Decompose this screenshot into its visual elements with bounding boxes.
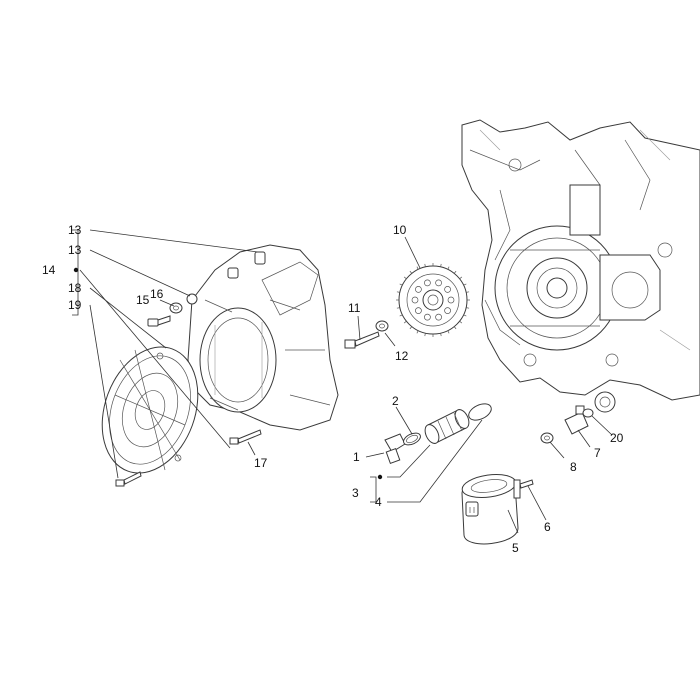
sprocket-gear <box>396 263 470 337</box>
sprocket-hole <box>444 286 451 293</box>
crankcase-housing <box>461 119 700 413</box>
sprocket-tooth <box>440 263 442 267</box>
sprocket-tooth <box>466 291 470 293</box>
sprocket-hole <box>435 313 442 321</box>
fan-cover <box>101 346 199 474</box>
fan-housing <box>187 244 339 431</box>
callout-3: 3 <box>352 486 359 500</box>
callout-16: 16 <box>150 287 164 301</box>
sprocket-tooth <box>403 276 407 280</box>
callout-2: 2 <box>392 394 399 408</box>
sprocket-tooth <box>466 307 470 309</box>
sprocket-hole <box>447 296 455 304</box>
bolt-and-washer <box>344 320 389 349</box>
callout-4: 4 <box>375 495 382 509</box>
sprocket-tooth <box>416 330 419 334</box>
sprocket-tooth <box>403 320 407 324</box>
sprocket-hole <box>415 286 422 293</box>
sprocket-hole <box>411 296 419 304</box>
small-fasteners <box>115 293 262 487</box>
sprocket-tooth <box>453 270 457 274</box>
sprocket-tooth <box>447 266 450 270</box>
callout-15: 15 <box>136 293 150 307</box>
callout-5: 5 <box>512 541 519 555</box>
sprocket-tooth <box>440 333 442 337</box>
sprocket-tooth <box>453 326 457 330</box>
assembly-dot <box>377 474 383 480</box>
callout-12: 12 <box>395 349 409 363</box>
sprocket-tooth <box>424 263 426 267</box>
leader-lines <box>72 229 613 534</box>
callout-18: 18 <box>68 281 82 295</box>
oil-filter-assembly <box>384 403 534 545</box>
callout-13-upper: 13 <box>68 223 82 237</box>
callout-20: 20 <box>610 431 624 445</box>
sprocket-hole <box>424 313 431 321</box>
callout-10: 10 <box>393 223 407 237</box>
sprocket-hole <box>435 279 442 287</box>
sprocket-tooth <box>459 276 463 280</box>
sprocket-hole <box>424 279 431 287</box>
sprocket-tooth <box>409 326 413 330</box>
sprocket-tooth <box>409 270 413 274</box>
sprocket-tooth <box>459 320 463 324</box>
callout-13-lower: 13 <box>68 243 82 257</box>
sensor-parts <box>540 405 594 444</box>
sprocket-tooth <box>396 307 400 309</box>
callout-11: 11 <box>348 301 361 315</box>
sprocket-hole <box>444 307 451 314</box>
callout-8: 8 <box>570 460 577 474</box>
callout-14: 14 <box>42 263 56 277</box>
callout-1: 1 <box>353 450 360 464</box>
sprocket-tooth <box>463 314 467 317</box>
assembly-dot <box>73 267 79 273</box>
callout-6: 6 <box>544 520 551 534</box>
sprocket-tooth <box>396 291 400 293</box>
sprocket-tooth <box>399 283 403 286</box>
sprocket-tooth <box>424 333 426 337</box>
sprocket-tooth <box>463 283 467 286</box>
callout-19: 19 <box>68 298 82 312</box>
callout-17: 17 <box>254 456 268 470</box>
sprocket-tooth <box>447 330 450 334</box>
sprocket-tooth <box>416 266 419 270</box>
callout-7: 7 <box>594 446 601 460</box>
sprocket-hole <box>415 307 422 314</box>
sprocket-tooth <box>399 314 403 317</box>
